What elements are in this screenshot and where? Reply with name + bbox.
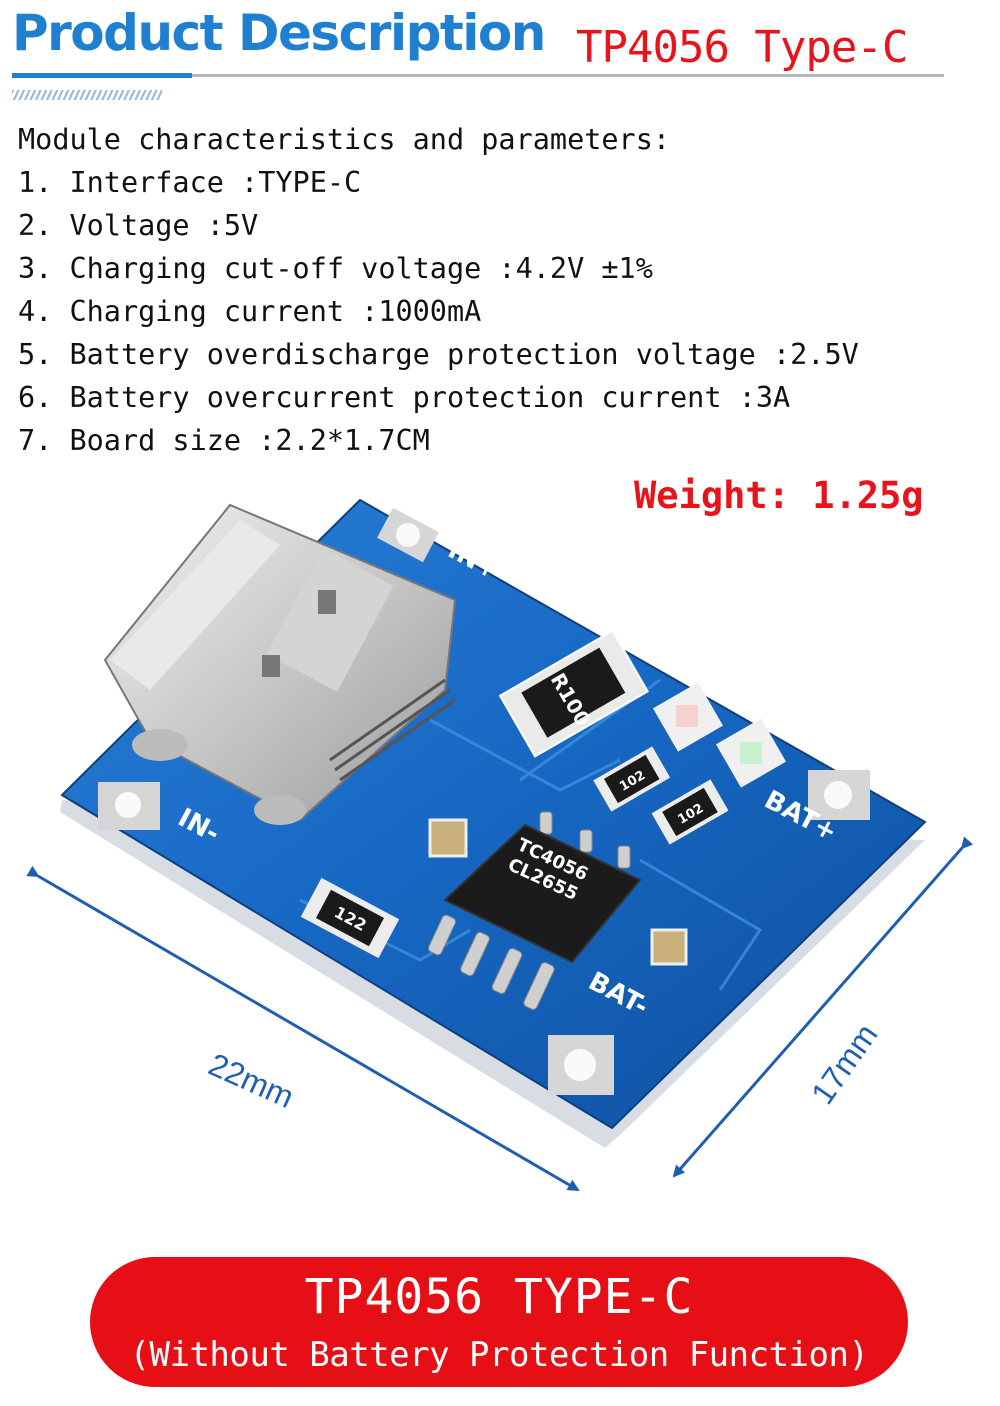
header-divider [12,74,944,77]
capacitor-1 [428,818,468,858]
led-indicator-green [715,718,787,788]
page-title: Product Description [12,4,546,62]
spec-item-voltage: 2. Voltage :5V [18,209,259,242]
spec-heading: Module characteristics and parameters: [18,123,671,156]
spec-item-interface: 1. Interface :TYPE-C [18,166,362,199]
dimension-arrow-17mm [672,836,974,1178]
product-model-title: TP4056 Type-C [576,22,908,73]
spec-list: Module characteristics and parameters: 1… [18,118,859,462]
resistor-102-a [593,746,671,812]
spec-item-overdischarge: 5. Battery overdischarge protection volt… [18,338,859,371]
board-illustration: R100 102 102 122 TC40 [26,498,974,1192]
spec-item-charging-current: 4. Charging current :1000mA [18,295,482,328]
product-banner: TP4056 TYPE-C (Without Battery Protectio… [90,1257,908,1387]
capacitor-2 [650,928,688,966]
dimension-arrow-22mm [26,865,580,1192]
resistor-r100 [498,629,649,758]
spec-item-board-size: 7. Board size :2.2*1.7CM [18,424,430,457]
led-indicator-red [652,682,724,752]
page-header: Product Description TP4056 Type-C [0,0,1000,110]
spec-item-overcurrent: 6. Battery overcurrent protection curren… [18,381,791,414]
header-divider-accent [12,73,192,78]
weight-label: Weight: 1.25g [634,474,924,517]
resistor-102-b [651,779,729,845]
header-hatch-decoration [12,90,162,100]
banner-subtitle: (Without Battery Protection Function) [129,1335,869,1375]
usb-type-c-connector [103,503,457,825]
spec-item-cutoff-voltage: 3. Charging cut-off voltage :4.2V ±1% [18,252,653,285]
banner-title: TP4056 TYPE-C [304,1269,694,1325]
